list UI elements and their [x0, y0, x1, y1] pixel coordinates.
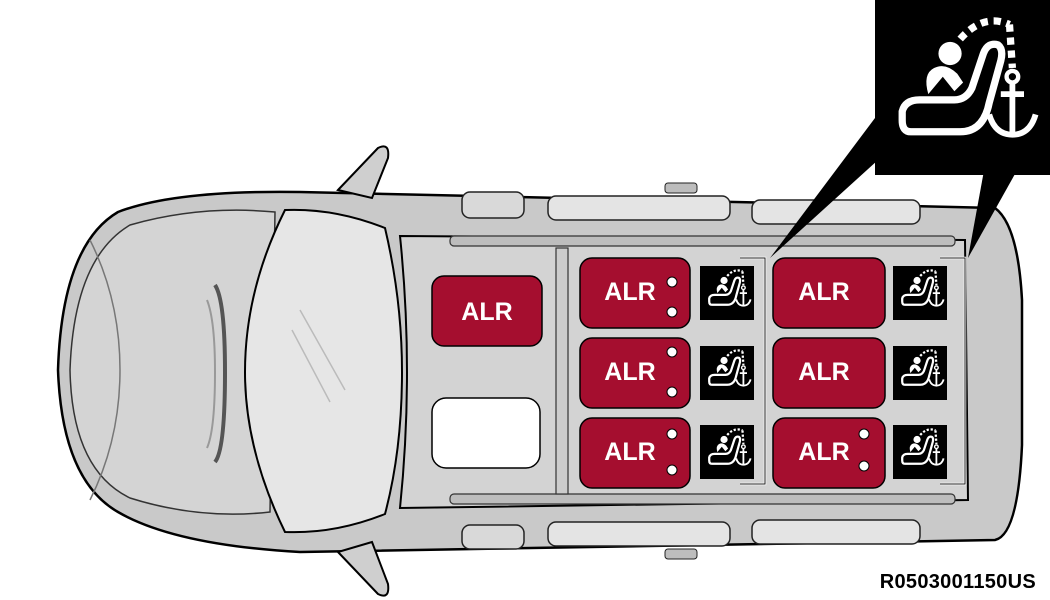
child-seat-anchor-icon	[893, 266, 947, 320]
seat-label: ALR	[798, 358, 849, 386]
child-seat-anchor-icon	[700, 346, 754, 400]
seat-row3-right: ALR	[772, 417, 886, 489]
callout-pointer-right	[968, 165, 1020, 258]
seat-row2-center: ALR	[579, 337, 691, 409]
seat-row2-right: ALR	[579, 417, 691, 489]
seat-row3-left: ALR	[772, 257, 886, 329]
seat-row2-left: ALR	[579, 257, 691, 329]
child-seat-anchor-icon	[893, 346, 947, 400]
windshield	[243, 208, 404, 534]
callout-pointer-left	[770, 118, 900, 258]
driver-seat-outline	[431, 397, 541, 469]
seat-label: ALR	[798, 278, 849, 306]
seat-row3-center: ALR	[772, 337, 886, 409]
seat-front-passenger: ALR	[431, 275, 543, 347]
seat-label: ALR	[604, 358, 655, 386]
child-seat-anchor-icon	[700, 266, 754, 320]
seat-label: ALR	[461, 298, 512, 326]
seat-label: ALR	[604, 278, 655, 306]
right-mirror	[336, 540, 390, 597]
seat-label: ALR	[604, 438, 655, 466]
left-mirror	[336, 145, 390, 200]
child-seat-anchor-icon	[700, 425, 754, 479]
seat-label: ALR	[798, 438, 849, 466]
reference-code: R0503001150US	[879, 571, 1036, 593]
child-seat-anchor-callout-icon	[875, 0, 1050, 175]
child-seat-anchor-icon	[893, 425, 947, 479]
